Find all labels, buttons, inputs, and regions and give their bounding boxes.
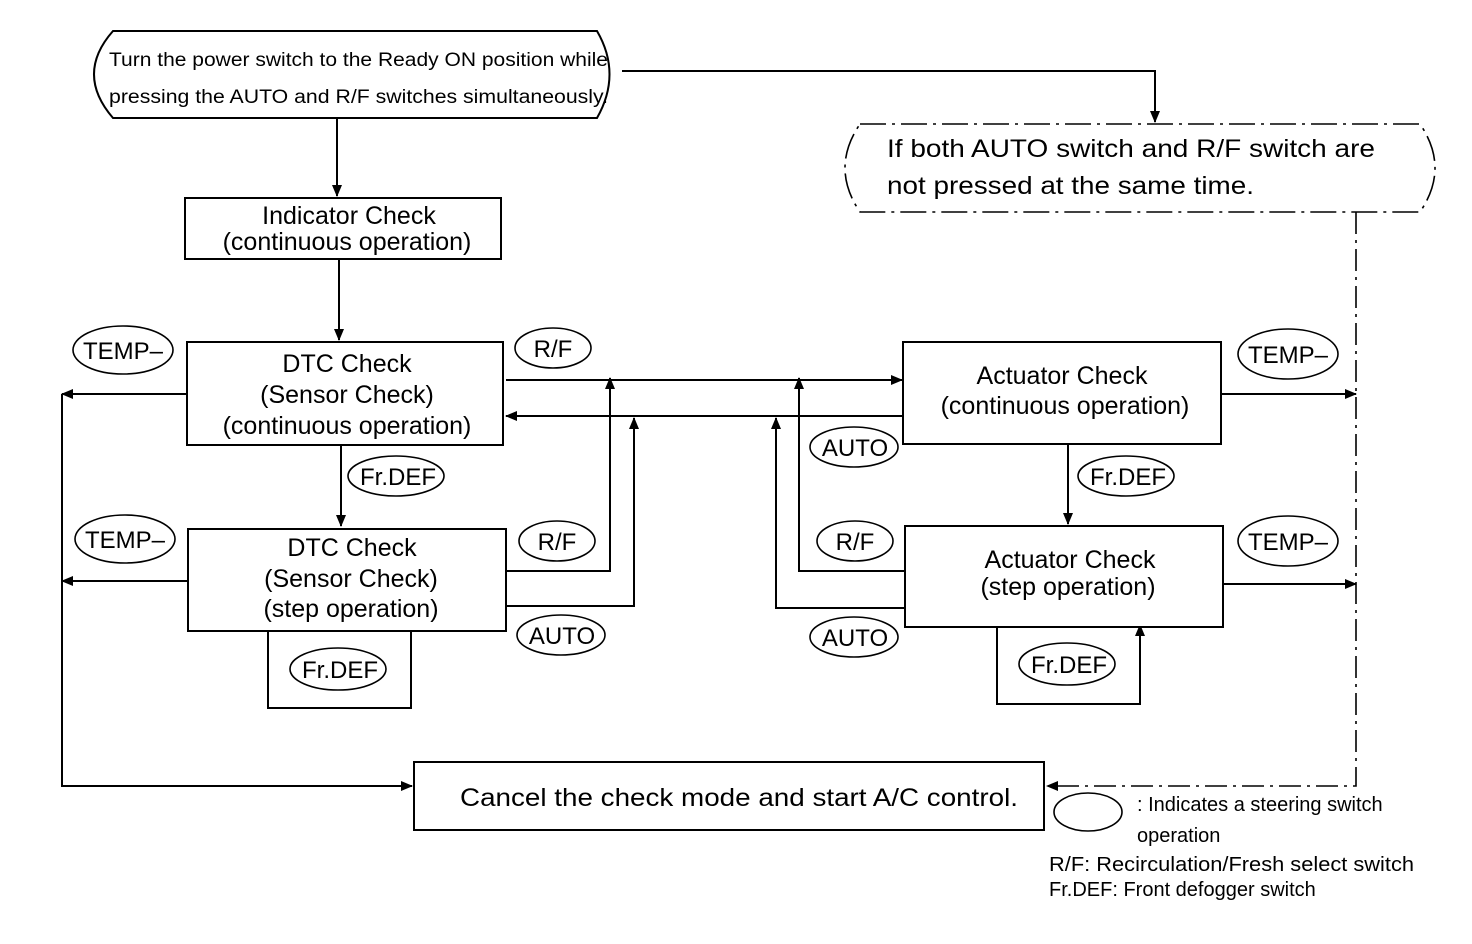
switch-labels: TEMP– TEMP– TEMP– TEMP– R/F R/F R/F AUTO… [72,325,1339,691]
legend-frdef-note: Fr.DEF: Front defogger switch [1049,879,1316,901]
arrow-actuator-step-rf [794,377,904,572]
start-node: Turn the power switch to the Ready ON po… [93,30,611,119]
cancel-text: Cancel the check mode and start A/C cont… [460,784,1018,812]
rf-label: R/F [836,529,875,556]
temp-minus-oval [72,325,174,375]
arrow-dtc-step-loop [267,603,416,709]
temp-minus-oval [74,514,176,564]
arrow-dtc-step-auto [507,417,639,607]
temp-minus-oval [1237,328,1339,380]
rf-oval [518,520,596,562]
actuator-step-line1: Actuator Check [985,546,1156,574]
rf-oval [816,520,894,562]
temp-minus-oval [1237,515,1339,567]
indicator-check-box: Indicator Check (continuous operation) [184,197,502,260]
fr-def-label: Fr.DEF [1090,464,1166,491]
legend-oval-symbol [1053,792,1123,832]
indicator-check-subtitle: (continuous operation) [223,228,472,256]
fr-def-label: Fr.DEF [302,657,378,684]
fr-def-label: Fr.DEF [1031,652,1107,679]
legend-steering-line1: : Indicates a steering switch [1137,794,1383,816]
condition-text-line1: If both AUTO switch and R/F switch are [887,135,1375,163]
rf-label: R/F [538,529,577,556]
legend-steering-line2: operation [1137,825,1220,847]
auto-oval [809,426,899,468]
temp-minus-label: TEMP– [1248,529,1329,556]
temp-minus-label: TEMP– [83,338,164,365]
actuator-step-line2: (step operation) [980,573,1155,601]
condition-node: If both AUTO switch and R/F switch are n… [844,123,1436,213]
dtc-check-step-box: DTC Check (Sensor Check) (step operation… [187,528,507,632]
fr-def-oval [347,455,445,497]
actuator-check-continuous-box: Actuator Check (continuous operation) [902,341,1222,445]
actuator-continuous-line1: Actuator Check [977,362,1148,390]
auto-label: AUTO [529,623,595,650]
auto-label: AUTO [822,625,888,652]
auto-oval [809,616,899,658]
rf-label: R/F [534,336,573,363]
temp-minus-label: TEMP– [1248,342,1329,369]
legend-rf-note: R/F: Recirculation/Fresh select switch [1049,854,1414,876]
arrowhead-right-bus [1046,781,1058,791]
auto-oval [516,614,606,656]
cancel-box: Cancel the check mode and start A/C cont… [413,761,1045,831]
dtc-continuous-line1: DTC Check [282,350,412,378]
indicator-check-title: Indicator Check [262,202,436,230]
dashdot-right-bus [1046,212,1357,787]
temp-minus-label: TEMP– [85,527,166,554]
fr-def-oval [289,647,387,691]
dtc-check-continuous-box: DTC Check (Sensor Check) (continuous ope… [186,341,504,446]
actuator-continuous-line2: (continuous operation) [941,392,1190,420]
connectors [61,70,1357,791]
dtc-step-line1: DTC Check [287,534,417,562]
dtc-step-line2: (Sensor Check) [264,565,438,593]
arrow-dtc-step-rf [507,377,615,572]
fr-def-oval [1018,642,1116,686]
arrow-actuator-step-auto [771,417,904,609]
dtc-continuous-line2: (Sensor Check) [260,381,434,409]
arrow-left-bus-to-cancel [61,394,413,791]
auto-label: AUTO [822,435,888,462]
start-text-line1: Turn the power switch to the Ready ON po… [109,50,608,71]
dtc-step-line3: (step operation) [263,595,438,623]
fr-def-oval [1077,455,1175,497]
arrow-actuator-step-loop [996,624,1145,705]
rf-oval [514,327,592,369]
legend: : Indicates a steering switch operation … [1049,792,1414,901]
arrow-start-to-condition [622,70,1160,123]
condition-text-line2: not pressed at the same time. [887,172,1254,200]
start-text-line2: pressing the AUTO and R/F switches simul… [109,87,608,108]
actuator-check-step-box: Actuator Check (step operation) [904,525,1224,628]
fr-def-label: Fr.DEF [360,464,436,491]
dtc-continuous-line3: (continuous operation) [223,412,472,440]
